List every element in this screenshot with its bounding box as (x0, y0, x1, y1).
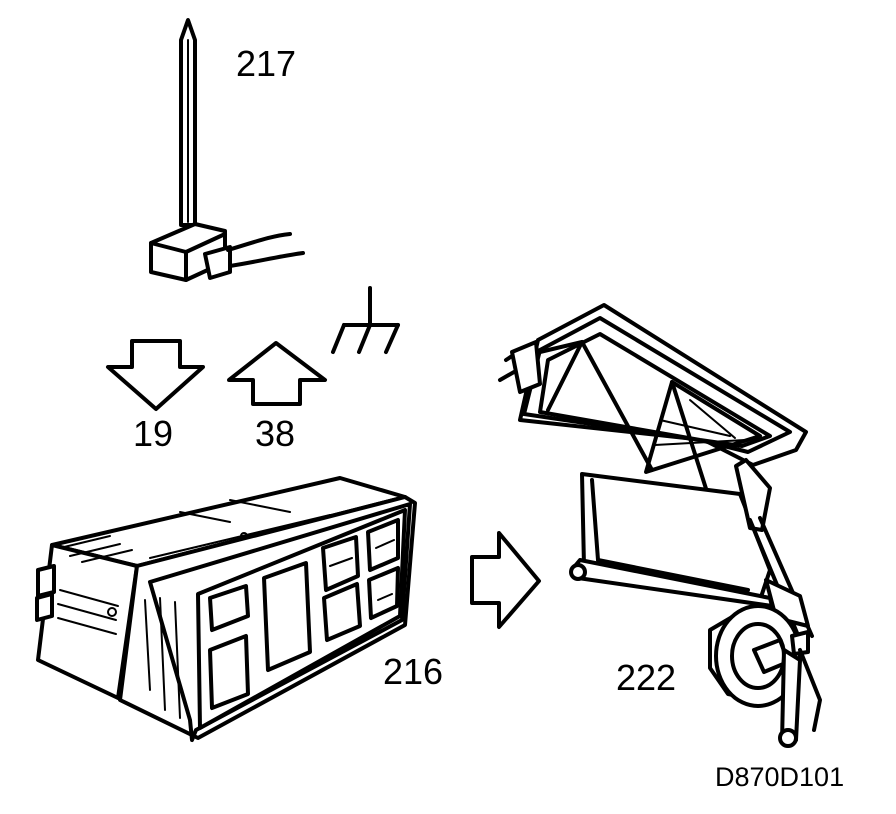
arrow-down-label: 19 (133, 413, 174, 454)
ground-symbol-icon (331, 286, 400, 354)
arrow-up-icon (227, 341, 327, 406)
temperature-sensor-icon (149, 18, 305, 282)
flap-motor-label: 222 (616, 657, 677, 698)
control-panel-label: 216 (383, 651, 444, 692)
arrow-right-icon (470, 531, 541, 629)
arrow-down-icon (106, 339, 205, 411)
air-flap-motor-icon (498, 303, 822, 748)
sensor-label: 217 (236, 43, 297, 84)
figure-code: D870D101 (715, 762, 845, 792)
arrow-up-label: 38 (255, 413, 296, 454)
climate-control-panel-icon (35, 476, 417, 742)
